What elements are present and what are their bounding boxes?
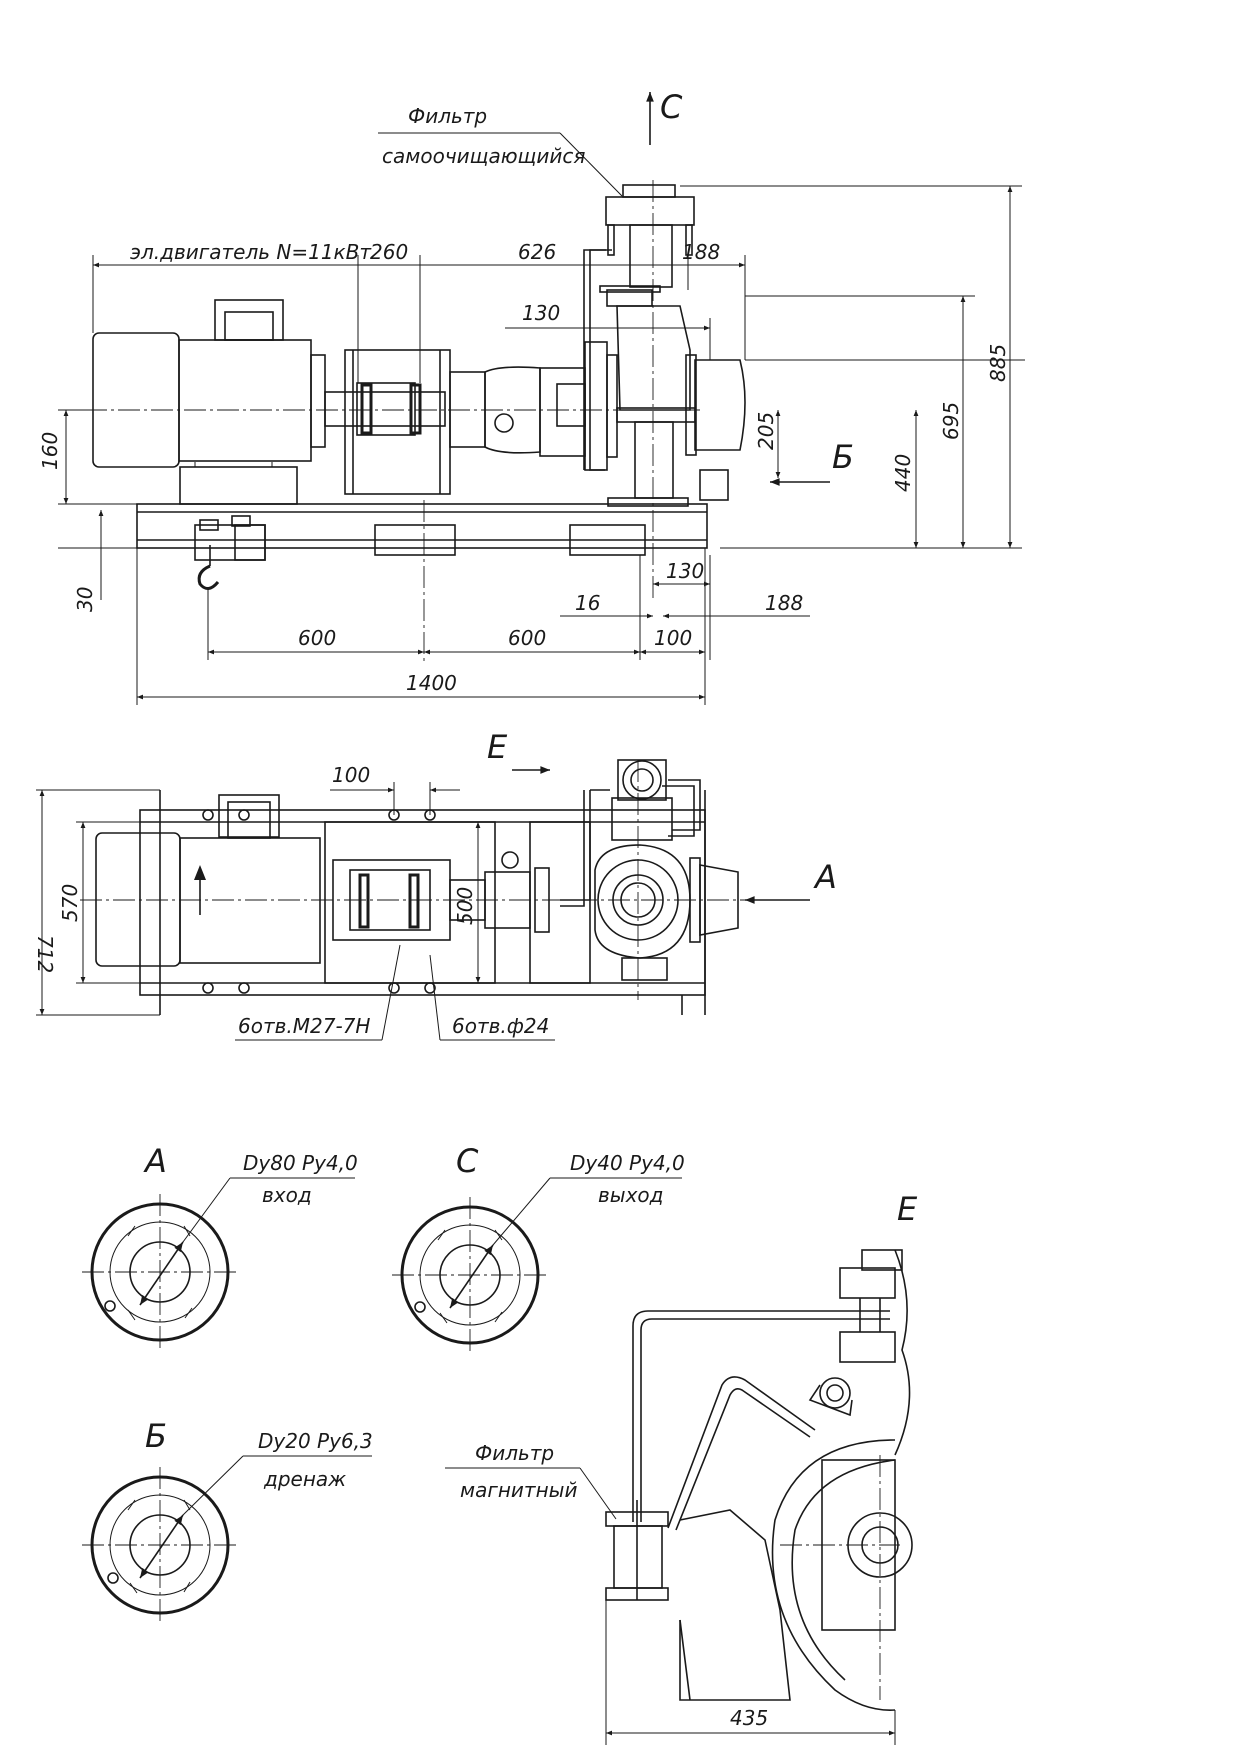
view-e-dim-435: 435 xyxy=(730,1706,768,1730)
dim-600-right: 600 xyxy=(508,626,546,650)
plan-pump xyxy=(560,759,739,981)
self-cleaning-filter-callout: Фильтр самоочищающийся xyxy=(378,104,623,197)
view-b-mark: Б xyxy=(832,438,854,476)
plan-dim-500: 500 xyxy=(453,887,477,925)
side-dimensions: эл.двигатель N=11кВт 260 626 188 130 160… xyxy=(38,185,1025,705)
view-arrow-a: А xyxy=(745,858,837,904)
flange-a-purpose: вход xyxy=(262,1183,312,1207)
self-cleaning-filter xyxy=(605,184,695,288)
view-e-mark: Е xyxy=(487,728,508,766)
flange-b-spec: Dy20 Py6,3 xyxy=(258,1429,373,1453)
view-e-detail: Е 435 xyxy=(445,1190,918,1745)
dim-205: 205 xyxy=(754,412,778,450)
dim-16: 16 xyxy=(575,591,600,615)
pump-casing xyxy=(599,285,746,507)
flange-a-spec: Dy80 Py4,0 xyxy=(243,1151,358,1175)
view-arrow-b: Б xyxy=(770,438,854,486)
dim-695: 695 xyxy=(939,402,963,440)
plan-motor xyxy=(95,794,321,967)
coupling-guard xyxy=(324,349,451,495)
filter-label-2: самоочищающийся xyxy=(382,144,585,168)
dim-160: 160 xyxy=(38,432,62,470)
flange-b: Б Dy20 Py6,3 дренаж xyxy=(82,1417,373,1623)
flange-c-spec: Dy40 Py4,0 xyxy=(570,1151,685,1175)
electric-motor xyxy=(92,299,326,505)
dim-600-left: 600 xyxy=(298,626,336,650)
drain-pipe xyxy=(589,249,612,471)
flange-c-purpose: выход xyxy=(598,1183,663,1207)
plan-frame xyxy=(139,790,706,1015)
dim-188-top: 188 xyxy=(682,240,720,264)
dim-130-bottom: 130 xyxy=(666,559,704,583)
view-arrow-e: Е xyxy=(487,728,550,774)
plan-dimensions: 100 570 712 500 6отв.М27-7Н 6отв.ф24 xyxy=(33,763,555,1041)
dim-188-bottom: 188 xyxy=(765,591,803,615)
view-e-title: Е xyxy=(897,1190,918,1228)
bearing-housing xyxy=(449,341,618,471)
flange-c-title: С xyxy=(456,1142,479,1180)
holes-plain-label: 6отв.ф24 xyxy=(452,1014,549,1038)
view-a-mark: А xyxy=(813,858,837,896)
dim-130-top: 130 xyxy=(522,301,560,325)
view-arrow-c: С xyxy=(646,88,683,145)
filter-label-1: Фильтр xyxy=(408,104,487,128)
magnetic-filter-label-1: Фильтр xyxy=(475,1441,554,1465)
flange-c: С Dy40 Py4,0 выход xyxy=(392,1142,685,1353)
holes-threaded-label: 6отв.М27-7Н xyxy=(238,1014,370,1038)
motor-label: эл.двигатель N=11кВт xyxy=(130,240,372,264)
plan-view: 100 570 712 500 6отв.М27-7Н 6отв.ф24 Е А xyxy=(33,728,837,1041)
magnetic-filter-label-2: магнитный xyxy=(460,1478,577,1502)
dim-260: 260 xyxy=(370,240,408,264)
dim-1400: 1400 xyxy=(406,671,457,695)
view-c-mark: С xyxy=(660,88,683,126)
plan-dim-100: 100 xyxy=(332,763,370,787)
plan-dim-570: 570 xyxy=(58,884,82,922)
dim-885: 885 xyxy=(986,344,1010,382)
flange-b-purpose: дренаж xyxy=(263,1467,346,1491)
dim-100-bottom: 100 xyxy=(654,626,692,650)
plan-coupling xyxy=(332,851,550,941)
base-frame xyxy=(136,503,708,590)
dim-30: 30 xyxy=(73,587,97,612)
flange-a-title: А xyxy=(143,1142,167,1180)
side-view: эл.двигатель N=11кВт 260 626 188 130 160… xyxy=(38,88,1025,705)
flange-a: А Dy80 Py4,0 вход xyxy=(82,1142,358,1350)
flange-b-title: Б xyxy=(145,1417,167,1455)
plan-dim-712: 712 xyxy=(33,935,57,973)
dim-440: 440 xyxy=(891,454,915,492)
dim-626: 626 xyxy=(518,240,556,264)
